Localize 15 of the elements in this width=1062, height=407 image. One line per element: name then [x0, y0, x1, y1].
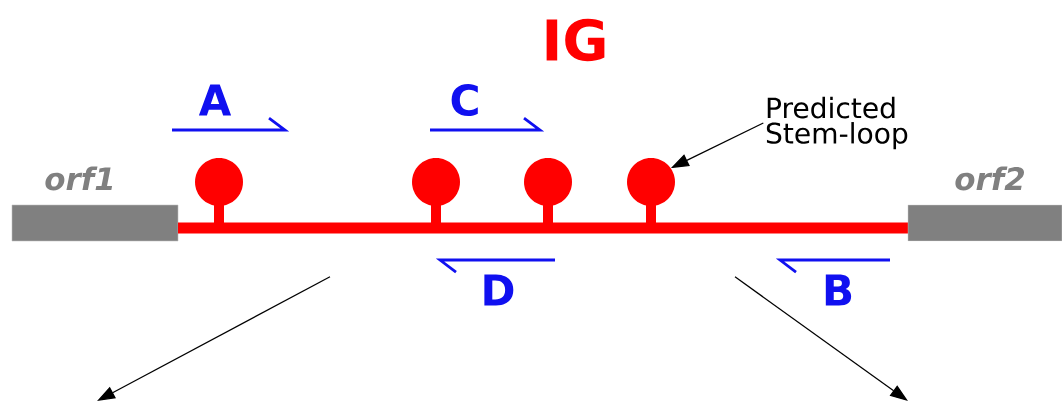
callout-text: Predicted Stem-loop [766, 96, 908, 150]
primer-label: C [451, 84, 478, 116]
primer-label: A [198, 84, 232, 116]
primer-label: D [484, 274, 514, 306]
node-label: orf1 [45, 166, 113, 191]
gene-box: orf2 [907, 166, 1062, 242]
arrow [734, 276, 908, 401]
node-label: orf2 [955, 166, 1025, 191]
primer-label: B [825, 274, 852, 306]
stem-loop [627, 158, 675, 224]
gene-box: orf1 [11, 166, 179, 242]
stem-loop [195, 158, 243, 224]
stem-loop [412, 158, 460, 224]
stem-loop [524, 158, 572, 224]
title: IG [546, 18, 605, 62]
